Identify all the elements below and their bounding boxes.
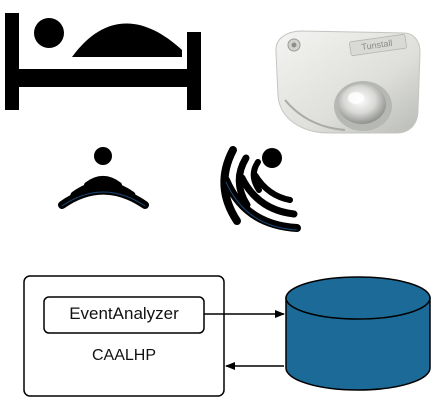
platform-label: CAALHP (91, 347, 157, 364)
event-analyzer-box (43, 296, 205, 334)
bed-icon (5, 13, 201, 110)
platform-box (23, 275, 225, 397)
database-icon (285, 276, 431, 391)
event-analyzer-label: EventAnalyzer (69, 304, 179, 323)
motion-sensor-icon (275, 30, 421, 134)
wireless-signal-icon-left (58, 147, 149, 209)
wireless-signal-icon-right (220, 146, 301, 232)
